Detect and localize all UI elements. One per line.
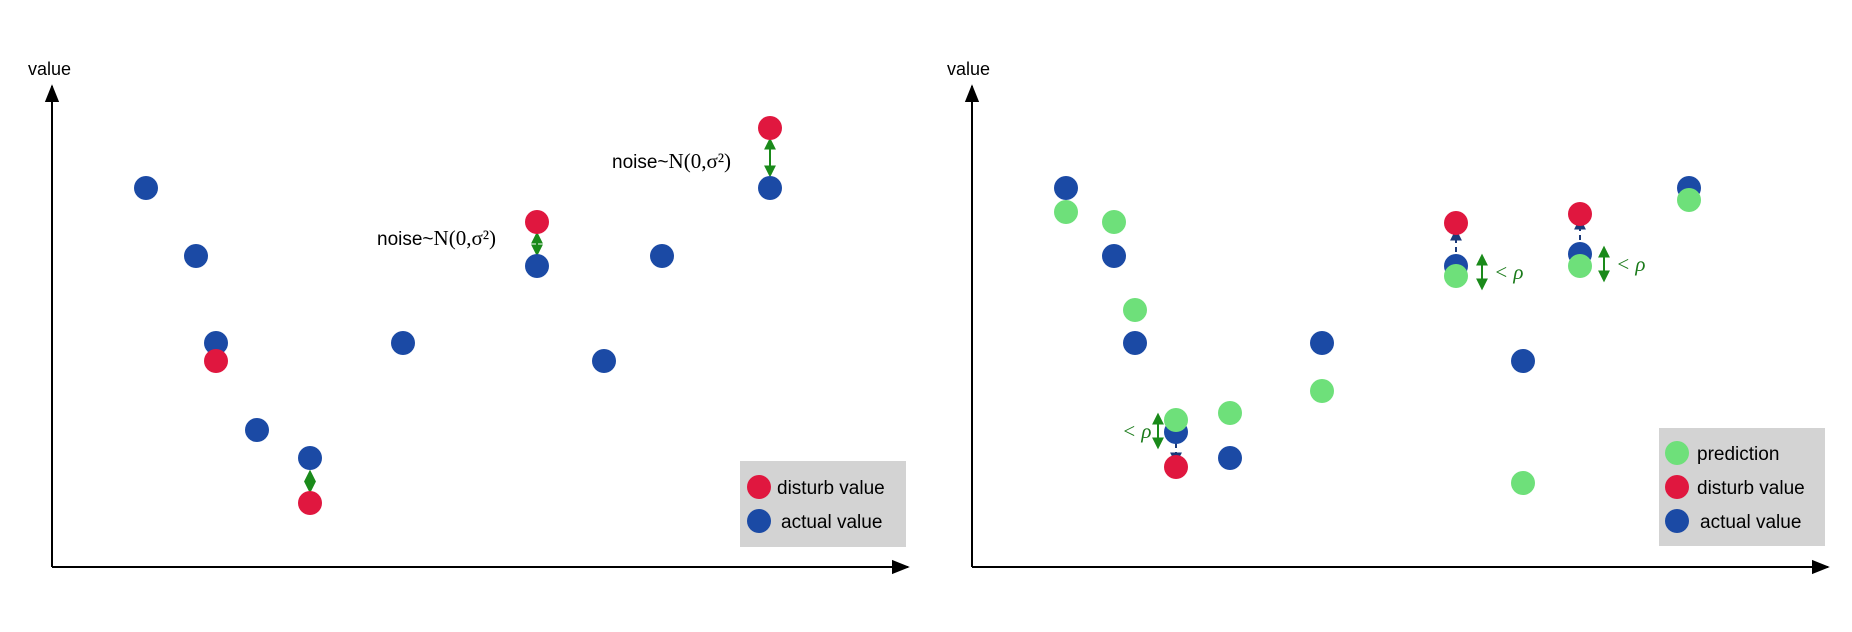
right-legend: prediction disturb value actual value	[1659, 428, 1825, 546]
left-legend-box	[740, 461, 906, 547]
left-actual-point	[391, 331, 415, 355]
right-prediction-point	[1164, 408, 1188, 432]
left-actual-point	[134, 176, 158, 200]
left-disturb-point	[758, 116, 782, 140]
right-legend-disturb-label: disturb value	[1697, 478, 1805, 499]
left-legend-actual-label: actual value	[781, 512, 882, 533]
left-legend-disturb-label: disturb value	[777, 478, 885, 499]
left-actual-point	[184, 244, 208, 268]
left-y-axis-label: value	[28, 59, 71, 79]
right-rho-label-2: < ρ	[1494, 260, 1524, 284]
left-disturb-point	[204, 349, 228, 373]
left-actual-point	[204, 331, 228, 355]
right-prediction-point	[1102, 210, 1126, 234]
right-actual-point	[1123, 331, 1147, 355]
left-panel: value noise~N(0,σ²) noise~N(0,σ²)	[28, 59, 910, 575]
left-disturb-point	[525, 210, 549, 234]
left-actual-point	[758, 176, 782, 200]
right-disturb-point	[1164, 455, 1188, 479]
right-rho-label-3: < ρ	[1616, 252, 1646, 276]
right-legend-actual-marker	[1665, 509, 1689, 533]
left-disturb-point	[298, 491, 322, 515]
right-actual-point	[1054, 176, 1078, 200]
right-actual-point	[1511, 349, 1535, 373]
right-panel: value < ρ <	[947, 59, 1830, 575]
left-actual-point	[245, 418, 269, 442]
right-disturb-point	[1568, 202, 1592, 226]
right-actual-point	[1102, 244, 1126, 268]
right-rho-label-1: < ρ	[1122, 419, 1152, 443]
right-prediction-point	[1568, 254, 1592, 278]
left-legend-actual-marker	[747, 509, 771, 533]
left-noise-label-b: noise~N(0,σ²)	[612, 149, 731, 173]
right-actual-point	[1218, 446, 1242, 470]
right-prediction-point	[1054, 200, 1078, 224]
right-legend-actual-label: actual value	[1700, 512, 1801, 533]
left-actual-point	[650, 244, 674, 268]
right-legend-prediction-label: prediction	[1697, 444, 1779, 465]
right-legend-disturb-marker	[1665, 475, 1689, 499]
right-y-axis-label: value	[947, 59, 990, 79]
right-prediction-point	[1310, 379, 1334, 403]
right-actual-point	[1310, 331, 1334, 355]
right-prediction-point	[1677, 188, 1701, 212]
left-actual-point	[525, 254, 549, 278]
left-legend-disturb-marker	[747, 475, 771, 499]
left-actual-point	[592, 349, 616, 373]
left-legend: disturb value actual value	[740, 461, 906, 547]
left-actual-point	[298, 446, 322, 470]
right-legend-prediction-marker	[1665, 441, 1689, 465]
right-prediction-point	[1123, 298, 1147, 322]
right-prediction-point	[1511, 471, 1535, 495]
right-prediction-point	[1444, 264, 1468, 288]
right-prediction-point	[1218, 401, 1242, 425]
left-noise-label-a: noise~N(0,σ²)	[377, 226, 496, 250]
right-disturb-point	[1444, 211, 1468, 235]
